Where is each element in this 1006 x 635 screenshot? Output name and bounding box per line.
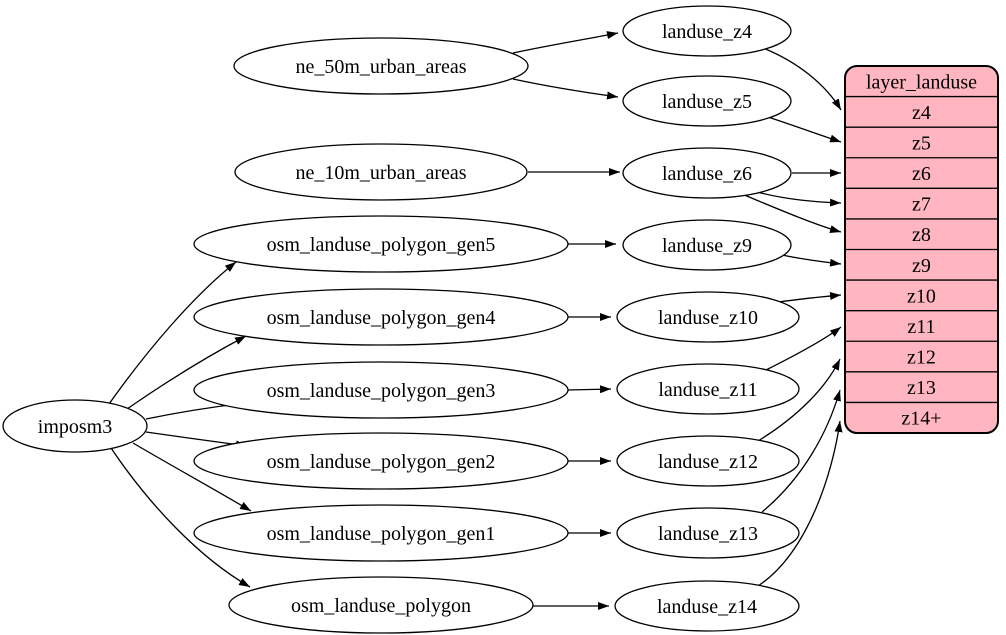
edge-landuse_z5-to-layer_landuse-z5 <box>767 116 842 143</box>
node-landuse_z6: landuse_z6 <box>622 147 792 199</box>
node-shape-ne_10m_urban_areas <box>234 143 528 201</box>
record-row-z13: z13 <box>907 377 936 399</box>
node-label-osm_landuse_polygon_gen4: osm_landuse_polygon_gen4 <box>267 307 496 329</box>
record-layer_landuse: layer_landuse z4 z5 z6 z7 z8 z9 z10 z11 z12 z13 z14… <box>844 65 999 434</box>
node-shape-landuse_z12 <box>616 435 800 487</box>
node-shape-landuse_z5 <box>622 75 792 127</box>
node-shape-osm_landuse_polygon <box>228 576 534 634</box>
edge-landuse_z6-to-layer_landuse-z7 <box>756 191 842 207</box>
node-label-landuse_z13: landuse_z13 <box>658 523 758 545</box>
node-shape-osm_landuse_polygon_gen1 <box>193 504 569 562</box>
node-landuse_z5: landuse_z5 <box>622 75 792 127</box>
node-ne_10m_urban_areas: ne_10m_urban_areas <box>234 143 528 201</box>
record-row-z9: z9 <box>912 255 931 277</box>
node-shape-imposm3 <box>2 399 148 453</box>
node-label-osm_landuse_polygon_gen5: osm_landuse_polygon_gen5 <box>267 234 496 256</box>
node-label-landuse_z6: landuse_z6 <box>662 163 752 185</box>
node-osm_landuse_polygon_gen1: osm_landuse_polygon_gen1 <box>193 504 569 562</box>
edge-landuse_z11-to-layer_landuse-z11 <box>765 326 842 371</box>
node-label-landuse_z14: landuse_z14 <box>657 596 757 618</box>
node-label-osm_landuse_polygon: osm_landuse_polygon <box>291 595 471 617</box>
node-osm_landuse_polygon_gen3: osm_landuse_polygon_gen3 <box>193 361 569 419</box>
edge-landuse_z10-to-layer_landuse-z10 <box>771 292 842 304</box>
edge-imposm3-to-osm_landuse_polygon <box>110 447 251 588</box>
edge-imposm3-to-osm_landuse_polygon_gen5 <box>108 261 237 405</box>
node-shape-ne_50m_urban_areas <box>233 37 529 95</box>
edge-landuse_z13-to-layer_landuse-z13 <box>761 389 841 513</box>
edge-landuse_z14-to-layer_landuse-z14+ <box>757 420 843 587</box>
record-row-z11: z11 <box>907 316 935 338</box>
node-shape-osm_landuse_polygon_gen3 <box>193 361 569 419</box>
edge-ne_50m_urban_areas-to-landuse_z4 <box>512 31 619 54</box>
edge-osm_landuse_polygon_gen3-to-landuse_z11 <box>567 385 612 394</box>
node-osm_landuse_polygon_gen4: osm_landuse_polygon_gen4 <box>193 288 569 346</box>
node-shape-osm_landuse_polygon_gen2 <box>193 432 569 490</box>
node-shape-osm_landuse_polygon_gen5 <box>193 215 569 273</box>
edge-imposm3-to-osm_landuse_polygon_gen1 <box>132 442 252 512</box>
record-row-z6: z6 <box>912 163 931 185</box>
node-landuse_z11: landuse_z11 <box>616 363 800 415</box>
node-landuse_z13: landuse_z13 <box>616 507 800 559</box>
node-label-ne_50m_urban_areas: ne_50m_urban_areas <box>295 56 466 78</box>
record-row-z14+: z14+ <box>901 408 941 430</box>
record-row-z10: z10 <box>907 285 936 307</box>
edge-landuse_z12-to-layer_landuse-z12 <box>757 358 841 442</box>
node-shape-landuse_z11 <box>616 363 800 415</box>
node-shape-landuse_z4 <box>622 5 792 57</box>
record-title: layer_landuse <box>866 71 977 93</box>
node-label-landuse_z11: landuse_z11 <box>658 379 757 401</box>
node-label-osm_landuse_polygon_gen3: osm_landuse_polygon_gen3 <box>267 380 496 402</box>
node-label-osm_landuse_polygon_gen2: osm_landuse_polygon_gen2 <box>267 451 496 473</box>
node-shape-landuse_z6 <box>622 147 792 199</box>
node-landuse_z9: landuse_z9 <box>622 219 792 271</box>
edge-landuse_z6-to-layer_landuse-z8 <box>741 193 842 233</box>
node-label-imposm3: imposm3 <box>38 416 112 438</box>
node-label-landuse_z10: landuse_z10 <box>658 307 758 329</box>
node-label-landuse_z4: landuse_z4 <box>662 21 752 43</box>
node-shape-osm_landuse_polygon_gen4 <box>193 288 569 346</box>
node-landuse_z4: landuse_z4 <box>622 5 792 57</box>
edge-landuse_z9-to-layer_landuse-z9 <box>781 254 842 267</box>
node-shape-landuse_z10 <box>616 291 800 343</box>
node-label-landuse_z5: landuse_z5 <box>662 91 752 113</box>
node-shape-landuse_z13 <box>616 507 800 559</box>
node-landuse_z12: landuse_z12 <box>616 435 800 487</box>
record-row-z12: z12 <box>907 347 936 369</box>
node-label-landuse_z9: landuse_z9 <box>662 235 752 257</box>
node-shape-landuse_z14 <box>614 580 800 632</box>
edge-ne_50m_urban_areas-to-landuse_z5 <box>512 78 619 100</box>
record-row-z7: z7 <box>912 194 931 216</box>
node-osm_landuse_polygon_gen2: osm_landuse_polygon_gen2 <box>193 432 569 490</box>
node-osm_landuse_polygon: osm_landuse_polygon <box>228 576 534 634</box>
node-ne_50m_urban_areas: ne_50m_urban_areas <box>233 37 529 95</box>
node-osm_landuse_polygon_gen5: osm_landuse_polygon_gen5 <box>193 215 569 273</box>
record-row-z4: z4 <box>912 102 931 124</box>
node-label-ne_10m_urban_areas: ne_10m_urban_areas <box>295 162 466 184</box>
record-row-z8: z8 <box>912 224 931 246</box>
node-label-osm_landuse_polygon_gen1: osm_landuse_polygon_gen1 <box>267 523 496 545</box>
node-shape-landuse_z9 <box>622 219 792 271</box>
edge-imposm3-to-osm_landuse_polygon_gen4 <box>126 335 247 410</box>
node-landuse_z14: landuse_z14 <box>614 580 800 632</box>
node-label-landuse_z12: landuse_z12 <box>658 451 758 473</box>
node-landuse_z10: landuse_z10 <box>616 291 800 343</box>
node-imposm3: imposm3 <box>2 399 148 453</box>
record-row-z5: z5 <box>912 132 931 154</box>
edge-landuse_z4-to-layer_landuse-z4 <box>762 47 842 111</box>
